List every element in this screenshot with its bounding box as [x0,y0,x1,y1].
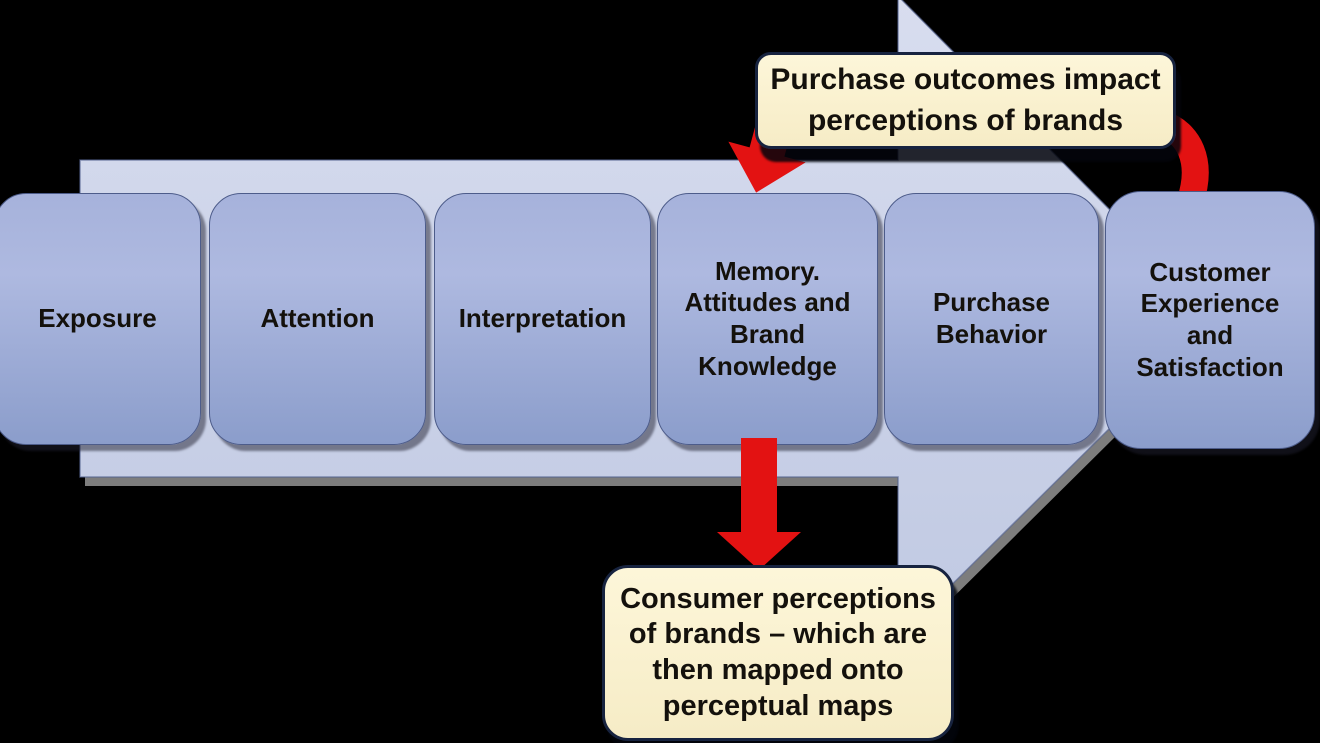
flow-box-label: Memory. [715,255,820,286]
flow-box-attention: Attention [209,193,426,445]
flow-box-label: Brand [729,319,806,349]
flow-box-customer-experience: Customer Experience and Satisfaction [1105,191,1315,449]
flow-box-label: Attitudes and [684,287,851,318]
callout-text-line: of brands – which are [628,618,928,651]
flow-box-interpretation: Interpretation [434,193,651,445]
callout-text-line: Consumer perceptions [620,582,936,615]
flow-box-label: and [1186,320,1234,350]
flow-box-label: Satisfaction [1136,351,1284,382]
flow-box-label: Knowledge [698,350,837,381]
flow-box-exposure: Exposure [0,193,201,445]
callout-text-line: perceptions of brands [807,103,1124,137]
flow-box-label: Exposure [38,303,157,334]
callout-consumer-perceptions: Consumer perceptions of brands – which a… [602,565,954,741]
flow-box-label: Experience [1140,288,1280,319]
flow-box-purchase-behavior: Purchase Behavior [884,193,1099,445]
callout-text-line: Purchase outcomes impact [770,63,1161,96]
callout-text-line: perceptual maps [662,689,894,722]
flow-box-label: Customer [1149,256,1271,287]
callout-purchase-outcomes: Purchase outcomes impact perceptions of … [755,52,1176,149]
red-down-arrow-bottom-icon [717,438,801,570]
flow-box-label: Interpretation [458,303,627,334]
flow-box-label: Purchase [932,287,1051,318]
flow-box-label: Attention [260,303,375,334]
flow-box-memory-attitudes: Memory. Attitudes and Brand Knowledge [657,193,878,445]
callout-text-line: then mapped onto [652,654,904,686]
flow-box-label: Behavior [935,319,1048,349]
